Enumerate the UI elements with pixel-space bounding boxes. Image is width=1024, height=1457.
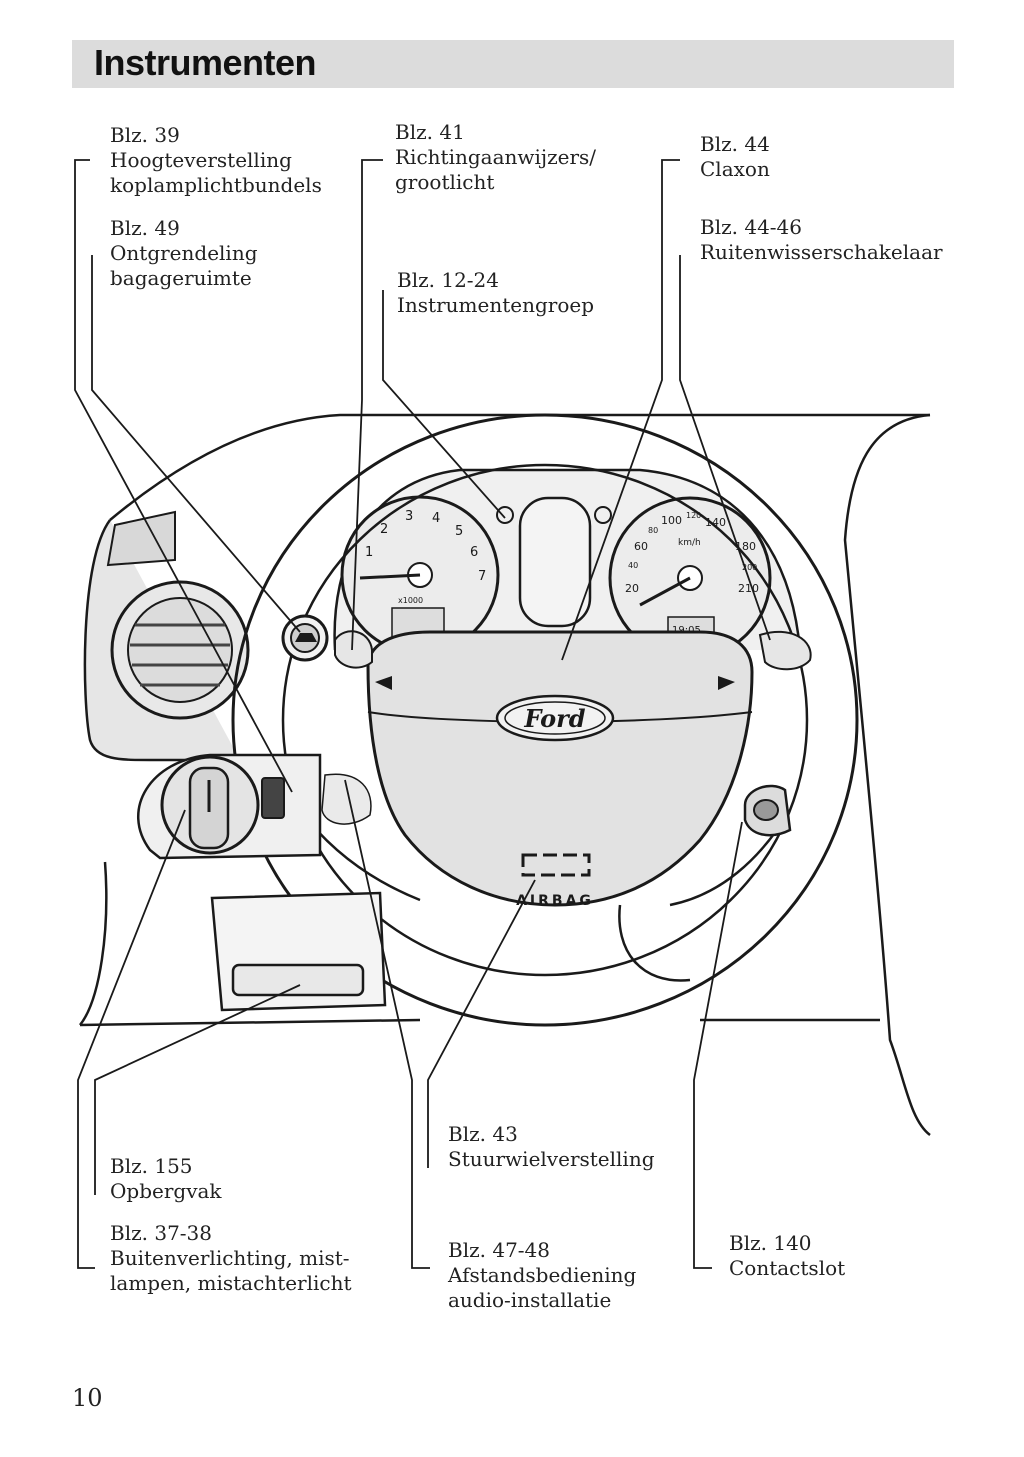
headlamp-levelling-wheel (261, 777, 285, 819)
callout-storage: Blz. 155 Opbergvak (110, 1154, 222, 1204)
tach-label-4: 4 (432, 511, 440, 526)
callout-page: Blz. 140 (729, 1231, 812, 1255)
speedo-label-40: 40 (628, 561, 638, 570)
callout-text: Claxon (700, 157, 770, 181)
speedo-label-120: 120 (686, 511, 701, 520)
callout-text: Stuurwielverstelling (448, 1147, 655, 1171)
speedo-label-140: 140 (705, 516, 726, 529)
warning-lamp-icon (594, 506, 612, 524)
boot-release-button (281, 614, 329, 662)
callout-text: bagageruimte (110, 266, 252, 290)
air-vent (106, 510, 250, 720)
page-title: Instrumenten (94, 42, 317, 83)
callout-text: Instrumentengroep (397, 293, 595, 317)
horn-icon (718, 676, 735, 690)
callout-text: Buitenverlichting, mist- (110, 1246, 350, 1270)
callout-text: grootlicht (395, 170, 495, 194)
tach-label-1: 1 (365, 545, 373, 560)
airbag-label: AIRBAG (516, 893, 594, 909)
callout-headlamp-levelling: Blz. 39 Hoogteverstelling koplamplichtbu… (110, 123, 322, 198)
horn-icon (375, 676, 392, 690)
callout-ignition: Blz. 140 Contactslot (729, 1231, 845, 1281)
speedo-unit: km/h (678, 538, 701, 548)
callout-text: audio-installatie (448, 1288, 612, 1312)
callout-lighting: Blz. 37-38 Buitenverlichting, mist- lamp… (110, 1221, 352, 1296)
callout-text: Hoogteverstelling (110, 148, 292, 172)
section-header: Instrumenten (72, 40, 954, 88)
callout-text: Ruitenwisserschakelaar (700, 240, 943, 264)
callout-text: Afstandsbediening (448, 1263, 637, 1287)
tachometer: 1 2 3 4 5 6 7 x1000 (340, 495, 500, 655)
callout-text: Contactslot (729, 1256, 846, 1280)
speedo-label-60: 60 (634, 540, 648, 553)
callout-page: Blz. 39 (110, 123, 180, 147)
callout-instrument-cluster: Blz. 12-24 Instrumentengroep (397, 268, 594, 318)
callout-page: Blz. 155 (110, 1154, 193, 1178)
tach-label-6: 6 (470, 545, 478, 560)
tach-label-2: 2 (380, 522, 388, 537)
speedo-label-100: 100 (661, 514, 682, 527)
airbag-hub: Ford AIRBAG (366, 630, 754, 909)
callout-audio-remote: Blz. 47-48 Afstandsbediening audio-insta… (448, 1238, 636, 1313)
callout-text: Richtingaanwijzers/ (395, 145, 597, 169)
ignition-key (743, 784, 792, 837)
callout-boot-release: Blz. 49 Ontgrendeling bagageruimte (110, 216, 258, 291)
wiper-stalk (758, 630, 812, 671)
light-switch-panel (137, 753, 322, 860)
tach-unit: x1000 (398, 596, 423, 605)
page-number: 10 (72, 1384, 103, 1412)
callout-page: Blz. 44 (700, 132, 770, 156)
callout-text: Ontgrendeling (110, 241, 258, 265)
callout-wipers: Blz. 44-46 Ruitenwisserschakelaar (700, 215, 943, 265)
callout-text: Opbergvak (110, 1179, 222, 1203)
tach-label-5: 5 (455, 524, 463, 539)
callout-text: koplamplichtbundels (110, 173, 322, 197)
speedo-label-200: 200 (742, 563, 757, 572)
speedo-label-80: 80 (648, 526, 658, 535)
speedo-label-210: 210 (738, 582, 759, 595)
callout-page: Blz. 47-48 (448, 1238, 551, 1262)
callout-steering-adjust: Blz. 43 Stuurwielverstelling (448, 1122, 655, 1172)
callout-page: Blz. 43 (448, 1122, 518, 1146)
center-display-panel (518, 496, 592, 628)
callout-text: lampen, mistachterlicht (110, 1271, 352, 1295)
storage-compartment (210, 891, 387, 1012)
callout-page: Blz. 41 (395, 120, 465, 144)
speedo-label-20: 20 (625, 582, 639, 595)
indicator-stalk (334, 630, 373, 669)
tach-label-3: 3 (405, 509, 413, 524)
callout-page: Blz. 12-24 (397, 268, 500, 292)
ford-logo: Ford (523, 704, 585, 733)
callout-page: Blz. 49 (110, 216, 180, 240)
callout-indicators: Blz. 41 Richtingaanwijzers/ grootlicht (395, 120, 596, 195)
callout-page: Blz. 44-46 (700, 215, 803, 239)
warning-lamp-icon (496, 506, 514, 524)
callout-page: Blz. 37-38 (110, 1221, 213, 1245)
tach-label-7: 7 (478, 569, 486, 584)
callout-horn: Blz. 44 Claxon (700, 132, 770, 182)
